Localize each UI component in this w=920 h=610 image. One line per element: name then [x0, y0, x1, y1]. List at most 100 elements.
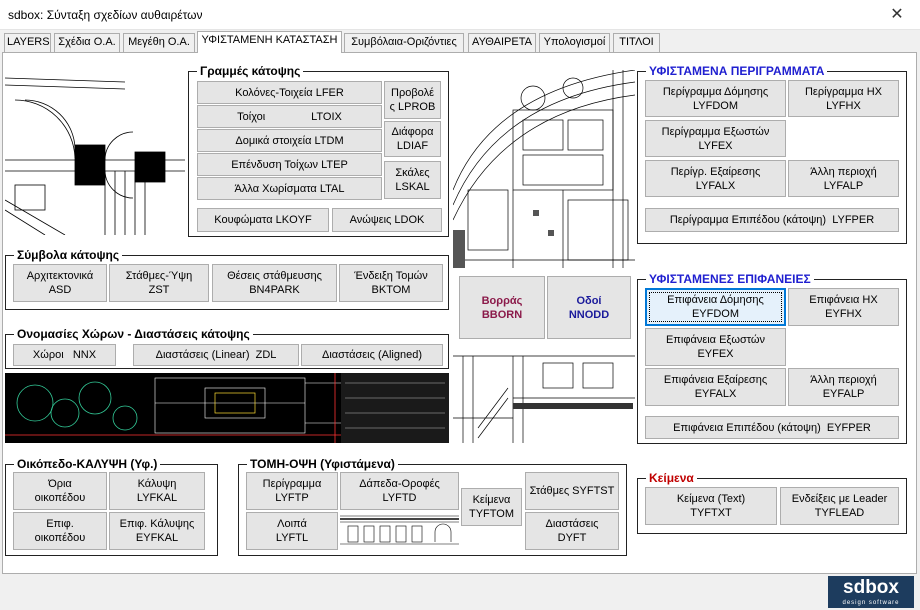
tyftom-label-2: TYFTOM: [468, 508, 514, 520]
tab-existing-state[interactable]: ΥΦΙΣΤΑΜΕΝΗ ΚΑΤΑΣΤΑΣΗ: [197, 31, 342, 53]
lyftl-button[interactable]: Λοιπά LYFTL: [246, 512, 338, 550]
eyfhx-label-2: EYFHX: [825, 308, 862, 320]
section-drawing-preview: [453, 348, 635, 443]
tab-arbitrary[interactable]: ΑΥΘΑΙΡΕΤΑ: [468, 33, 536, 52]
floorplan-drawing-image: [453, 70, 635, 268]
window-title: sdbox: Σύνταξη σχεδίων αυθαιρέτων: [8, 8, 203, 22]
lfer-button[interactable]: Κολόνες-Τοιχεία LFER: [197, 81, 382, 104]
lyfhx-label-1: Περίγραμμα ΗΧ: [804, 85, 883, 98]
lprob-label-1: Προβολέ: [391, 87, 434, 99]
syftst-button[interactable]: Στάθμες SYFTST: [525, 472, 619, 510]
lyfper-button[interactable]: Περίγραμμα Επιπέδου (κάτοψη) LYFPER: [645, 208, 899, 232]
tyftxt-button[interactable]: Κείμενα (Text) TYFTXT: [645, 487, 777, 525]
tyftom-button[interactable]: Κείμενα TYFTOM: [461, 488, 522, 526]
lyfalx-button[interactable]: Περίγρ. Εξαίρεσης LYFALX: [645, 160, 786, 197]
logo-text: sdbox: [843, 577, 899, 598]
bktom-button[interactable]: Ένδειξη Τομών BKTOM: [339, 264, 443, 302]
eyfex-button[interactable]: Επιφάνεια Εξωστών EYFEX: [645, 328, 786, 366]
lskal-button[interactable]: Σκάλες LSKAL: [384, 161, 441, 199]
lprob-button[interactable]: Προβολέ ς LPROB: [384, 81, 441, 119]
lyftl-label-1: Λοιπά: [277, 518, 307, 530]
dyft-button[interactable]: Διαστάσεις DYFT: [525, 512, 619, 550]
lyftd-button[interactable]: Δάπεδα-Οροφές LYFTD: [340, 472, 459, 510]
zdl-button[interactable]: Διαστάσεις (Linear) ZDL: [133, 344, 299, 366]
lyftp-label-2: LYFTP: [275, 492, 309, 504]
lyftd-label-1: Δάπεδα-Οροφές: [359, 478, 440, 490]
bn4park-label-2: BN4PARK: [249, 284, 300, 296]
dyft-label-1: Διαστάσεις: [545, 518, 599, 530]
cad-drawing-image: [5, 373, 449, 443]
eyfper-button[interactable]: Επιφάνεια Επιπέδου (κάτοψη) EYFPER: [645, 416, 899, 439]
status-bar: [0, 574, 920, 610]
zst-label-2: ZST: [148, 284, 170, 296]
lkoyf-button[interactable]: Κουφώματα LKOYF: [197, 208, 329, 232]
aligned-dims-button[interactable]: Διαστάσεις (Aligned): [301, 344, 443, 366]
ldok-button[interactable]: Ανώψεις LDOK: [332, 208, 442, 232]
tab-titles[interactable]: ΤΙΤΛΟΙ: [613, 33, 660, 52]
tab-drawings-oa[interactable]: Σχέδια Ο.Α.: [54, 33, 120, 52]
plot-surface-button[interactable]: Επιφ. οικοπέδου: [13, 512, 107, 550]
logo-subtitle: design software: [842, 600, 900, 606]
elevation-drawing-image: [340, 512, 459, 550]
lyfhx-button[interactable]: Περίγραμμα ΗΧ LYFHX: [788, 80, 899, 117]
eyfalx-button[interactable]: Επιφάνεια Εξαίρεσης EYFALX: [645, 368, 786, 406]
ltoix-button[interactable]: Τοίχοι LTOIX: [197, 105, 382, 128]
eyfalp-button[interactable]: Άλλη περιοχή EYFALP: [788, 368, 899, 406]
bn4park-button[interactable]: Θέσεις στάθμευσης BN4PARK: [212, 264, 337, 302]
ldiaf-button[interactable]: Διάφορα LDIAF: [384, 121, 441, 157]
eyfalp-label-1: Άλλη περιοχή: [810, 374, 877, 386]
group-names-dims: Ονομασίες Χώρων - Διαστάσεις κάτοψης: [5, 326, 449, 369]
eyfdom-label-2: EYFDOM: [691, 308, 740, 320]
lyftp-button[interactable]: Περίγραμμα LYFTP: [246, 472, 338, 510]
tab-contracts-contours[interactable]: Συμβόλαια-Οριζόντιες: [344, 33, 464, 52]
ltep-button[interactable]: Επένδυση Τοίχων LTEP: [197, 153, 382, 176]
ldiaf-label-2: LDIAF: [396, 140, 429, 152]
ltdm-button[interactable]: Δομικά στοιχεία LTDM: [197, 129, 382, 152]
lyfex-button[interactable]: Περίγραμμα Εξωστών LYFEX: [645, 120, 786, 157]
plot-bounds-label-1: Όρια: [48, 478, 72, 490]
nnodd-label-1: Οδοί: [576, 294, 602, 307]
lskal-label-1: Σκάλες: [395, 167, 430, 179]
lyfkal-button[interactable]: Κάλυψη LYFKAL: [109, 472, 205, 510]
plot-bounds-label-2: οικοπέδου: [34, 492, 86, 504]
dyft-label-2: DYFT: [557, 532, 587, 544]
lyfhx-label-2: LYFHX: [826, 99, 861, 112]
floorplan-drawing-preview: [453, 70, 635, 268]
lyftp-label-1: Περίγραμμα: [262, 478, 322, 490]
asd-button[interactable]: Αρχιτεκτονικά ASD: [13, 264, 107, 302]
plot-bounds-button[interactable]: Όρια οικοπέδου: [13, 472, 107, 510]
eyfdom-label-1: Επιφάνεια Δόμησης: [667, 294, 764, 306]
bborn-button[interactable]: Βορράς BBORN: [459, 276, 545, 339]
lyftl-label-2: LYFTL: [275, 532, 309, 544]
section-drawing-image: [453, 348, 635, 443]
group-section: ΤΟΜΗ-ΟΨΗ (Υφιστάμενα): [238, 456, 627, 556]
ltal-button[interactable]: Άλλα Χωρίσματα LTAL: [197, 177, 382, 200]
eyfdom-button[interactable]: Επιφάνεια Δόμησης EYFDOM: [645, 288, 786, 326]
group-plan-symbols-title: Σύμβολα κάτοψης: [14, 247, 123, 263]
eyfkal-button[interactable]: Επιφ. Κάλυψης EYFKAL: [109, 512, 205, 550]
tyflead-label-2: TYFLEAD: [814, 507, 865, 519]
lyfdom-button[interactable]: Περίγραμμα Δόμησης LYFDOM: [645, 80, 786, 117]
nnodd-button[interactable]: Οδοί NNODD: [547, 276, 631, 339]
bborn-label-2: BBORN: [481, 308, 523, 321]
tab-layers[interactable]: LAYERS: [4, 33, 51, 52]
close-icon[interactable]: ✕: [890, 6, 904, 23]
zst-button[interactable]: Στάθμες-Ύψη ZST: [109, 264, 209, 302]
group-surfaces: ΥΦΙΣΤΑΜΕΝΕΣ ΕΠΙΦΑΝΕΙΕΣ: [637, 271, 907, 444]
nnx-button[interactable]: Χώροι NNX: [13, 344, 116, 366]
tab-sizes-oa[interactable]: Μεγέθη Ο.Α.: [123, 33, 195, 52]
eyfhx-button[interactable]: Επιφάνεια ΗΧ EYFHX: [788, 288, 899, 326]
eyfkal-label-1: Επιφ. Κάλυψης: [119, 518, 195, 530]
lyfalx-label-1: Περίγρ. Εξαίρεσης: [670, 165, 761, 178]
tyftxt-label-2: TYFTXT: [690, 507, 732, 519]
bktom-label-1: Ένδειξη Τομών: [354, 270, 428, 282]
eyfalx-label-2: EYFALX: [694, 388, 737, 400]
tyftxt-label-1: Κείμενα (Text): [676, 493, 746, 505]
tab-calculations[interactable]: Υπολογισμοί: [539, 33, 610, 52]
lyfalp-button[interactable]: Άλλη περιοχή LYFALP: [788, 160, 899, 197]
lyfkal-label-1: Κάλυψη: [137, 478, 177, 490]
tyflead-button[interactable]: Ενδείξεις με Leader TYFLEAD: [780, 487, 899, 525]
nnodd-label-2: NNODD: [568, 308, 610, 321]
eyfhx-label-1: Επιφάνεια ΗΧ: [809, 294, 878, 306]
lyfalx-label-2: LYFALX: [695, 179, 736, 192]
